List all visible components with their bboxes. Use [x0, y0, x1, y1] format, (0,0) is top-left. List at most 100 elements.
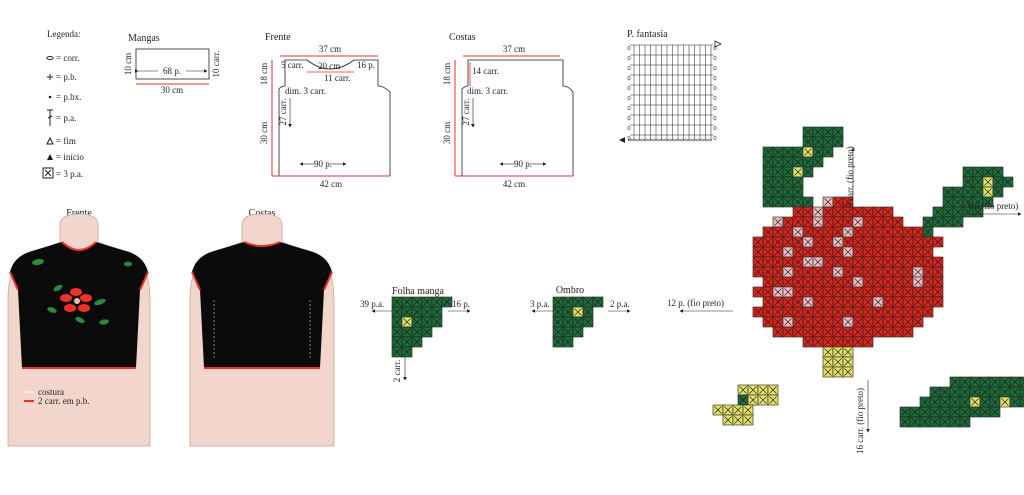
cross-mark — [924, 308, 932, 316]
frente-30cm-label: 30 cm — [259, 122, 269, 144]
cross-mark — [844, 338, 852, 346]
cross-mark — [901, 408, 909, 416]
cross-mark — [854, 298, 862, 306]
fantasia-chain-mark — [713, 75, 717, 81]
cross-mark — [564, 328, 572, 336]
mangas-bottom-label: 30 cm — [161, 85, 183, 95]
fantasia-base-chain — [627, 138, 633, 142]
cross-mark — [814, 238, 822, 246]
frente-90p-label: 90 p. — [314, 159, 332, 169]
cross-mark — [754, 238, 762, 246]
cross-mark — [854, 228, 862, 236]
cross-mark — [804, 158, 812, 166]
cross-mark — [1021, 388, 1024, 396]
cross-mark — [824, 358, 832, 366]
cross-mark — [403, 348, 411, 356]
cross-mark — [769, 386, 777, 394]
cross-mark — [739, 396, 747, 404]
flower-grid — [712, 126, 1024, 428]
cross-mark — [834, 278, 842, 286]
cross-mark — [1001, 388, 1009, 396]
cross-mark — [914, 258, 922, 266]
cross-mark — [864, 288, 872, 296]
mangas-inner-label: 68 p. — [163, 66, 181, 76]
shirt-front-title: Frente — [66, 208, 92, 219]
cross-mark — [844, 318, 852, 326]
cross-mark — [894, 278, 902, 286]
cross-mark — [754, 258, 762, 266]
legend-title: Legenda: — [47, 29, 80, 39]
chain-icon — [46, 56, 54, 60]
cross-mark — [804, 128, 812, 136]
cross-mark — [749, 386, 757, 394]
cross-mark — [971, 388, 979, 396]
cross-mark — [894, 318, 902, 326]
cross-mark — [904, 228, 912, 236]
cross-mark — [884, 308, 892, 316]
fantasia-base-chain — [647, 138, 653, 142]
cross-mark — [904, 288, 912, 296]
cross-mark — [784, 178, 792, 186]
cross-mark — [894, 288, 902, 296]
cross-mark — [844, 278, 852, 286]
frente-16p-label: 16 p. — [357, 60, 375, 70]
cross-mark — [911, 408, 919, 416]
cross-mark — [443, 298, 451, 306]
fantasia-base-chain — [675, 138, 681, 142]
cross-mark — [794, 288, 802, 296]
cross-mark — [874, 268, 882, 276]
cross-mark — [784, 318, 792, 326]
cross-mark — [964, 178, 972, 186]
cross-mark — [894, 328, 902, 336]
cross-mark — [804, 248, 812, 256]
cross-mark — [794, 258, 802, 266]
legend: Legenda: = corr. = p.b. = p.bx. = p.a. =… — [42, 29, 84, 179]
cross-mark — [413, 338, 421, 346]
cross-mark — [794, 278, 802, 286]
cross-mark — [884, 218, 892, 226]
cross-mark — [924, 268, 932, 276]
mangas-right-label: 10 carr. — [211, 51, 221, 78]
cross-mark — [864, 248, 872, 256]
cross-mark — [884, 318, 892, 326]
cross-mark — [961, 408, 969, 416]
cross-mark — [774, 238, 782, 246]
cross-mark — [834, 308, 842, 316]
fantasia-base-chain — [691, 138, 697, 142]
cross-mark — [794, 318, 802, 326]
cross-mark — [854, 278, 862, 286]
cross-mark — [844, 368, 852, 376]
cross-mark — [944, 218, 952, 226]
cross-mark — [764, 308, 772, 316]
cross-mark — [854, 288, 862, 296]
cross-mark — [864, 208, 872, 216]
cross-mark — [804, 308, 812, 316]
cross-mark — [901, 418, 909, 426]
cross-mark — [874, 208, 882, 216]
cross-mark — [774, 218, 782, 226]
cross-mark — [774, 178, 782, 186]
folha-manga-left-label: 39 p.a. — [360, 299, 384, 309]
cross-mark — [1021, 378, 1024, 386]
cross-mark — [734, 406, 742, 414]
cross-mark — [914, 278, 922, 286]
cross-mark — [774, 228, 782, 236]
cross-mark — [874, 258, 882, 266]
cross-mark — [784, 238, 792, 246]
cross-mark — [764, 248, 772, 256]
cross-mark — [764, 288, 772, 296]
cross-mark — [934, 278, 942, 286]
cross-mark — [749, 396, 757, 404]
cross-mark — [974, 198, 982, 206]
cross-mark — [774, 248, 782, 256]
cross-mark — [991, 408, 999, 416]
fantasia-base-chain — [707, 138, 713, 142]
cross-mark — [764, 268, 772, 276]
cross-mark — [784, 188, 792, 196]
cross-mark — [574, 318, 582, 326]
cross-mark — [804, 338, 812, 346]
cross-mark — [931, 388, 939, 396]
cross-mark — [934, 258, 942, 266]
cross-mark — [824, 208, 832, 216]
cross-mark — [884, 268, 892, 276]
